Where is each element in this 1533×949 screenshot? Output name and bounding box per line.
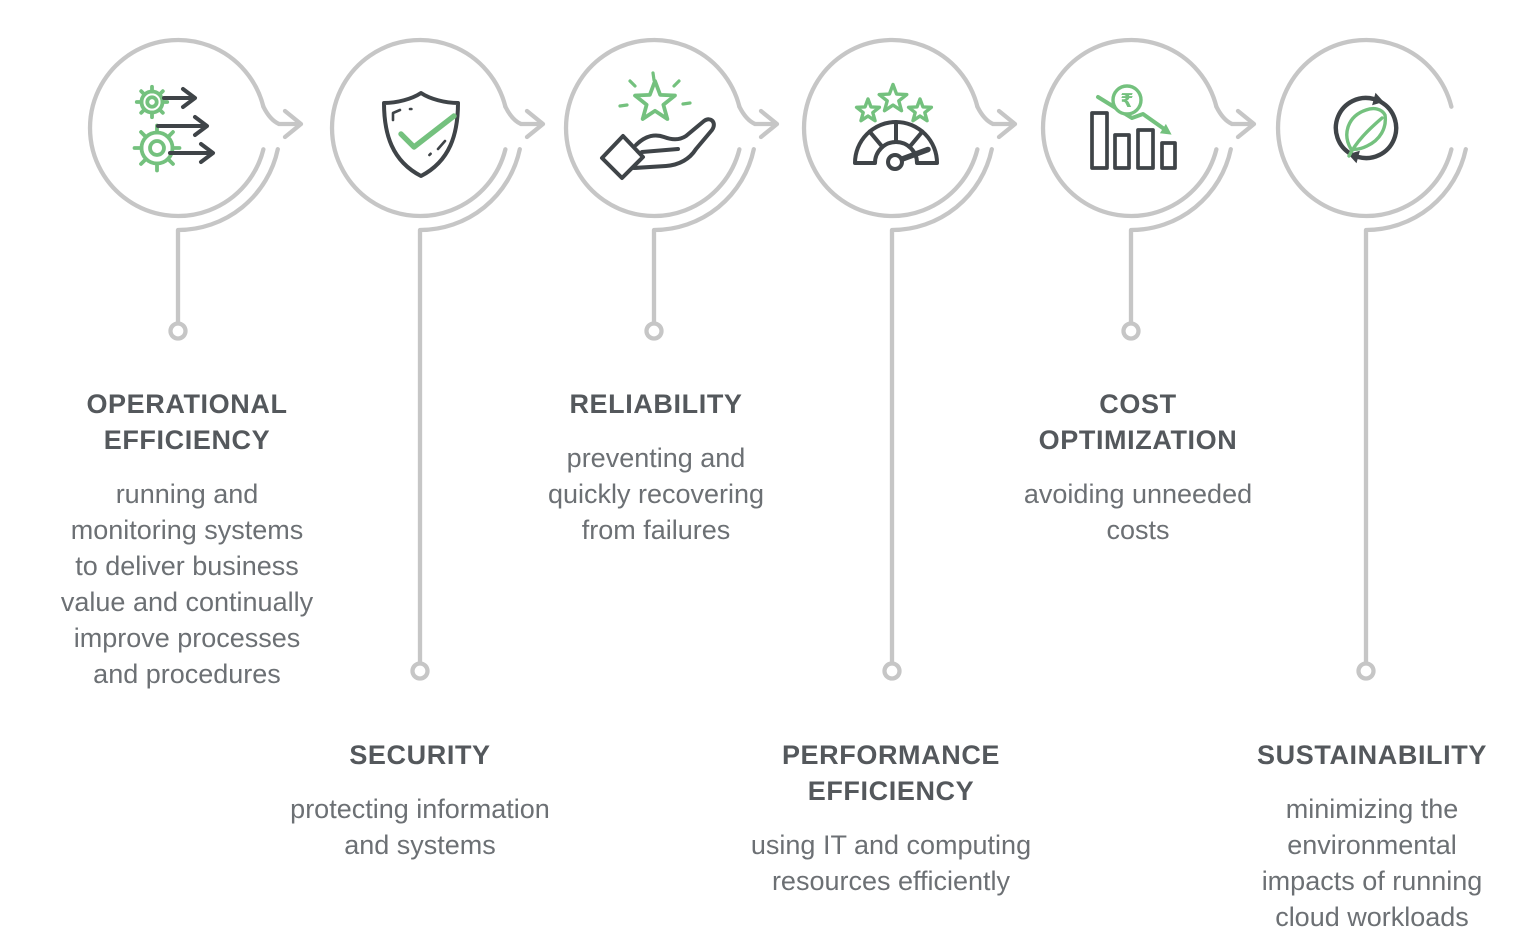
pillar-graphic-security [332,40,543,679]
pillar-description: using IT and computing resources efficie… [750,830,1032,896]
pillar-title: COST OPTIMIZATION [1038,389,1238,455]
pillar-text-operational-efficiency: OPERATIONAL EFFICIENCY running and monit… [15,368,360,710]
pillar-circle [332,40,505,216]
pillar-circle [1278,40,1451,216]
pillar-circle [804,40,977,216]
rupee-coin-icon [1111,84,1143,116]
connector-ring [171,324,186,339]
gears-arrows-icon [135,87,215,171]
declining-chart-rupee-icon: ₹ [1090,84,1177,170]
connector-ring [885,664,900,679]
shield-check-icon [382,91,460,178]
rupee-symbol: ₹ [1120,90,1133,112]
gauge-stars-icon [855,85,937,171]
pillar-description: protecting information and systems [290,794,550,860]
pillar-circle [1043,40,1216,216]
pillar-text-sustainability: SUSTAINABILITY minimizing the environmen… [1217,719,1527,949]
pillar-graphic-performance-efficiency [804,40,1015,679]
pillar-description: running and monitoring systems to delive… [60,479,314,689]
pillar-title: SUSTAINABILITY [1257,740,1487,770]
flow-arrow [263,107,301,137]
flow-arrow [1216,107,1254,137]
connector-ring [1359,664,1374,679]
connector-line [1131,149,1231,323]
pillar-graphic-sustainability [1278,40,1466,679]
pillar-text-cost-optimization: COST OPTIMIZATION avoiding unneeded cost… [983,368,1293,566]
pillar-description: minimizing the environmental impacts of … [1261,794,1483,932]
pillar-title: RELIABILITY [569,389,743,419]
connector-line [1366,149,1466,663]
flow-arrow [977,107,1015,137]
pillar-graphic-operational-efficiency [90,40,301,339]
leaf-cycle-icon [1333,92,1399,164]
pillar-description: avoiding unneeded costs [1023,479,1253,545]
pillar-graphic-cost-optimization: ₹ [1043,40,1254,339]
pillar-title: PERFORMANCE EFFICIENCY [781,740,1001,806]
pillar-text-reliability: RELIABILITY preventing and quickly recov… [501,368,811,566]
pillar-graphic-reliability [566,40,777,339]
pillar-description: preventing and quickly recovering from f… [547,443,765,545]
hand-star-icon [602,73,716,180]
flow-arrow [739,107,777,137]
connector-ring [413,664,428,679]
connector-line [892,149,992,663]
connector-ring [1124,324,1139,339]
pillar-title: OPERATIONAL EFFICIENCY [86,389,288,455]
pillar-text-security: SECURITY protecting information and syst… [248,719,593,881]
pillar-text-performance-efficiency: PERFORMANCE EFFICIENCY using IT and comp… [709,719,1074,917]
connector-ring [647,324,662,339]
flow-arrow [505,107,543,137]
connector-line [178,149,278,323]
pillar-title: SECURITY [349,740,491,770]
connector-line [654,149,754,323]
